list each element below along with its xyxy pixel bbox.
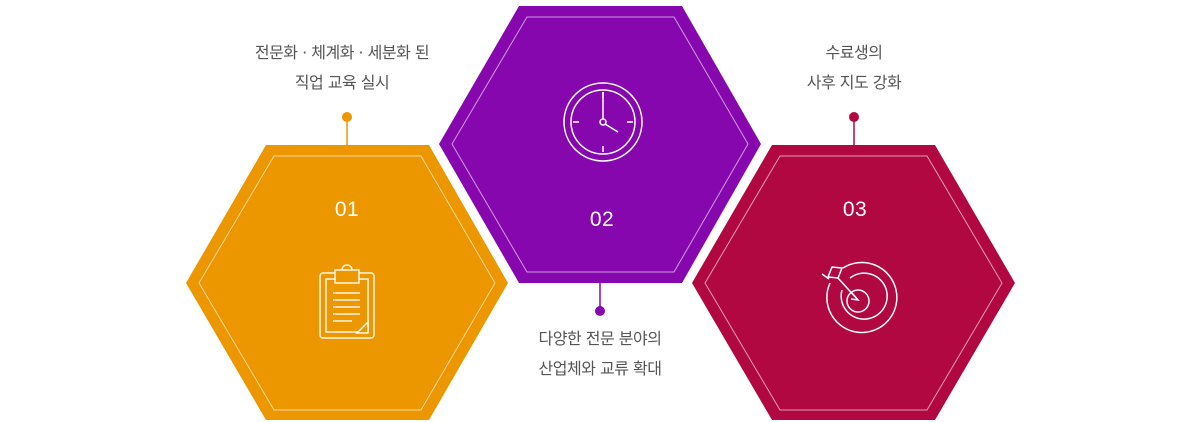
step-03-hexagon bbox=[692, 112, 1015, 420]
step-02-marker-dot bbox=[595, 306, 605, 316]
step-01-marker-dot bbox=[342, 112, 352, 122]
target-icon bbox=[821, 261, 898, 334]
step-03-marker-dot bbox=[849, 112, 859, 122]
clipboard-icon bbox=[319, 264, 375, 339]
step-03-caption: 수료생의 사후 지도 강화 bbox=[806, 43, 902, 92]
step-02-caption: 다양한 전문 분야의 산업체와 교류 확대 bbox=[538, 329, 662, 378]
step-03-number: 03 bbox=[842, 198, 868, 221]
step-01-number: 01 bbox=[334, 198, 360, 221]
clock-icon bbox=[563, 82, 643, 162]
step-01-caption: 전문화 · 체계화 · 세분화 된 직업 교육 실시 bbox=[254, 43, 430, 92]
step-02-number: 02 bbox=[589, 208, 615, 231]
step-02-hexagon bbox=[439, 6, 761, 316]
step-01-hexagon bbox=[186, 112, 508, 420]
